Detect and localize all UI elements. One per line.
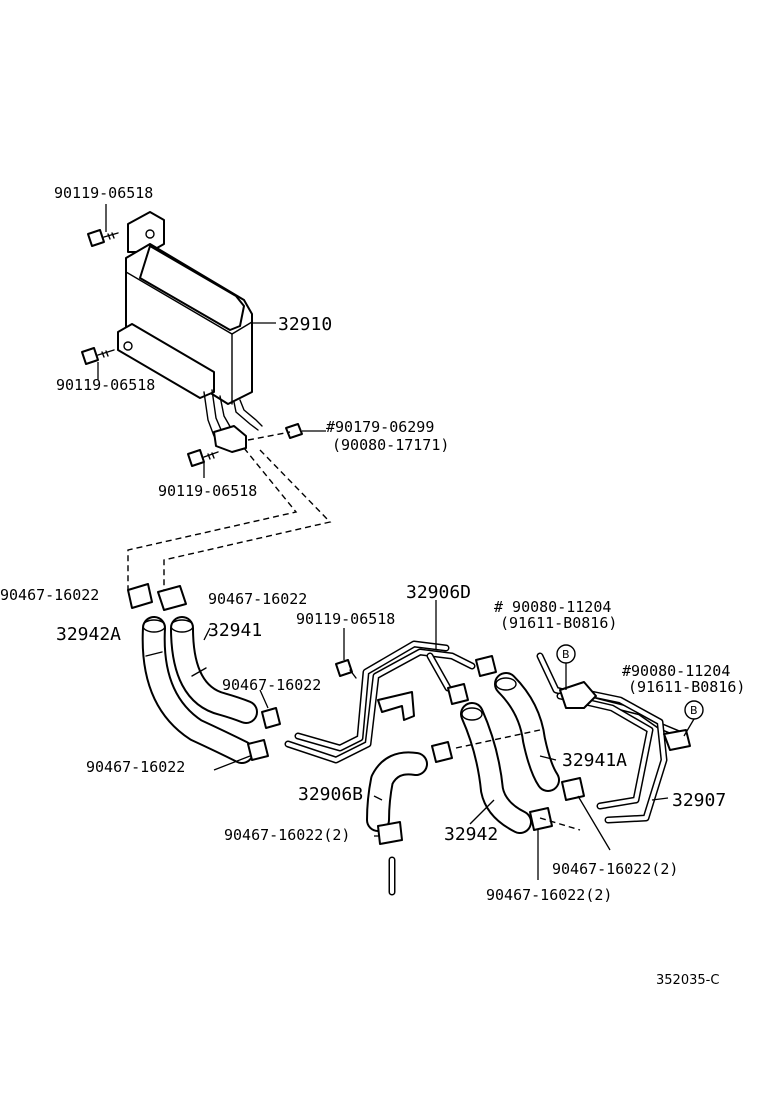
label-clamp-l3: 90467-16022	[222, 676, 321, 694]
label-pipe-b: 32906B	[298, 784, 363, 805]
hose-center	[366, 672, 560, 834]
clamp-icon	[431, 655, 497, 763]
marker-b-icon	[556, 644, 576, 690]
label-marker-b1: B	[562, 648, 570, 661]
label-hose-c: 32941A	[562, 750, 627, 771]
label-ref-code: 352035-C	[656, 973, 719, 988]
label-hose-d: 32942	[444, 824, 498, 845]
marker-b-icon	[683, 700, 704, 737]
nut-icon	[285, 423, 303, 439]
label-screw-1: # 90080-11204	[494, 598, 611, 616]
label-clamp-qty1: 90467-16022(2)	[224, 826, 350, 844]
label-clamp-qty2: 90467-16022(2)	[552, 860, 678, 878]
label-screw-2: #90080-11204	[622, 662, 730, 680]
label-screw-2-alt: (91611-B0816)	[628, 678, 745, 696]
label-bolt-right: 90119-06518	[296, 610, 395, 628]
clamp-icon	[127, 583, 281, 761]
oil-cooler	[117, 211, 263, 453]
bolt-icon	[87, 229, 119, 247]
label-bolt-low: 90119-06518	[158, 482, 257, 500]
label-clamp-l1: 90467-16022	[0, 586, 99, 604]
label-bolt-top: 90119-06518	[54, 184, 153, 202]
bolt-icon	[335, 659, 357, 679]
label-nut-main: #90179-06299	[326, 418, 434, 436]
label-nut-alt: (90080-17171)	[332, 436, 449, 454]
label-hose-a: 32942A	[56, 624, 121, 645]
label-bolt-mid: 90119-06518	[56, 376, 155, 394]
label-clamp-l4: 90467-16022	[86, 758, 185, 776]
bolt-icon	[81, 347, 115, 365]
pipe-32906D	[284, 640, 476, 764]
hose-left	[141, 616, 258, 764]
label-hose-b: 32941	[208, 620, 262, 641]
label-pipe-d: 32906D	[406, 582, 471, 603]
bolt-icon	[187, 449, 219, 467]
pipe-32907	[536, 652, 691, 824]
label-marker-b2: B	[690, 704, 698, 717]
label-cooler: 32910	[278, 314, 332, 335]
label-clamp-qty3: 90467-16022(2)	[486, 886, 612, 904]
clamp-icon	[377, 777, 585, 845]
label-clamp-l2: 90467-16022	[208, 590, 307, 608]
label-pipe-7: 32907	[672, 790, 726, 811]
label-screw-1-alt: (91611-B0816)	[500, 614, 617, 632]
